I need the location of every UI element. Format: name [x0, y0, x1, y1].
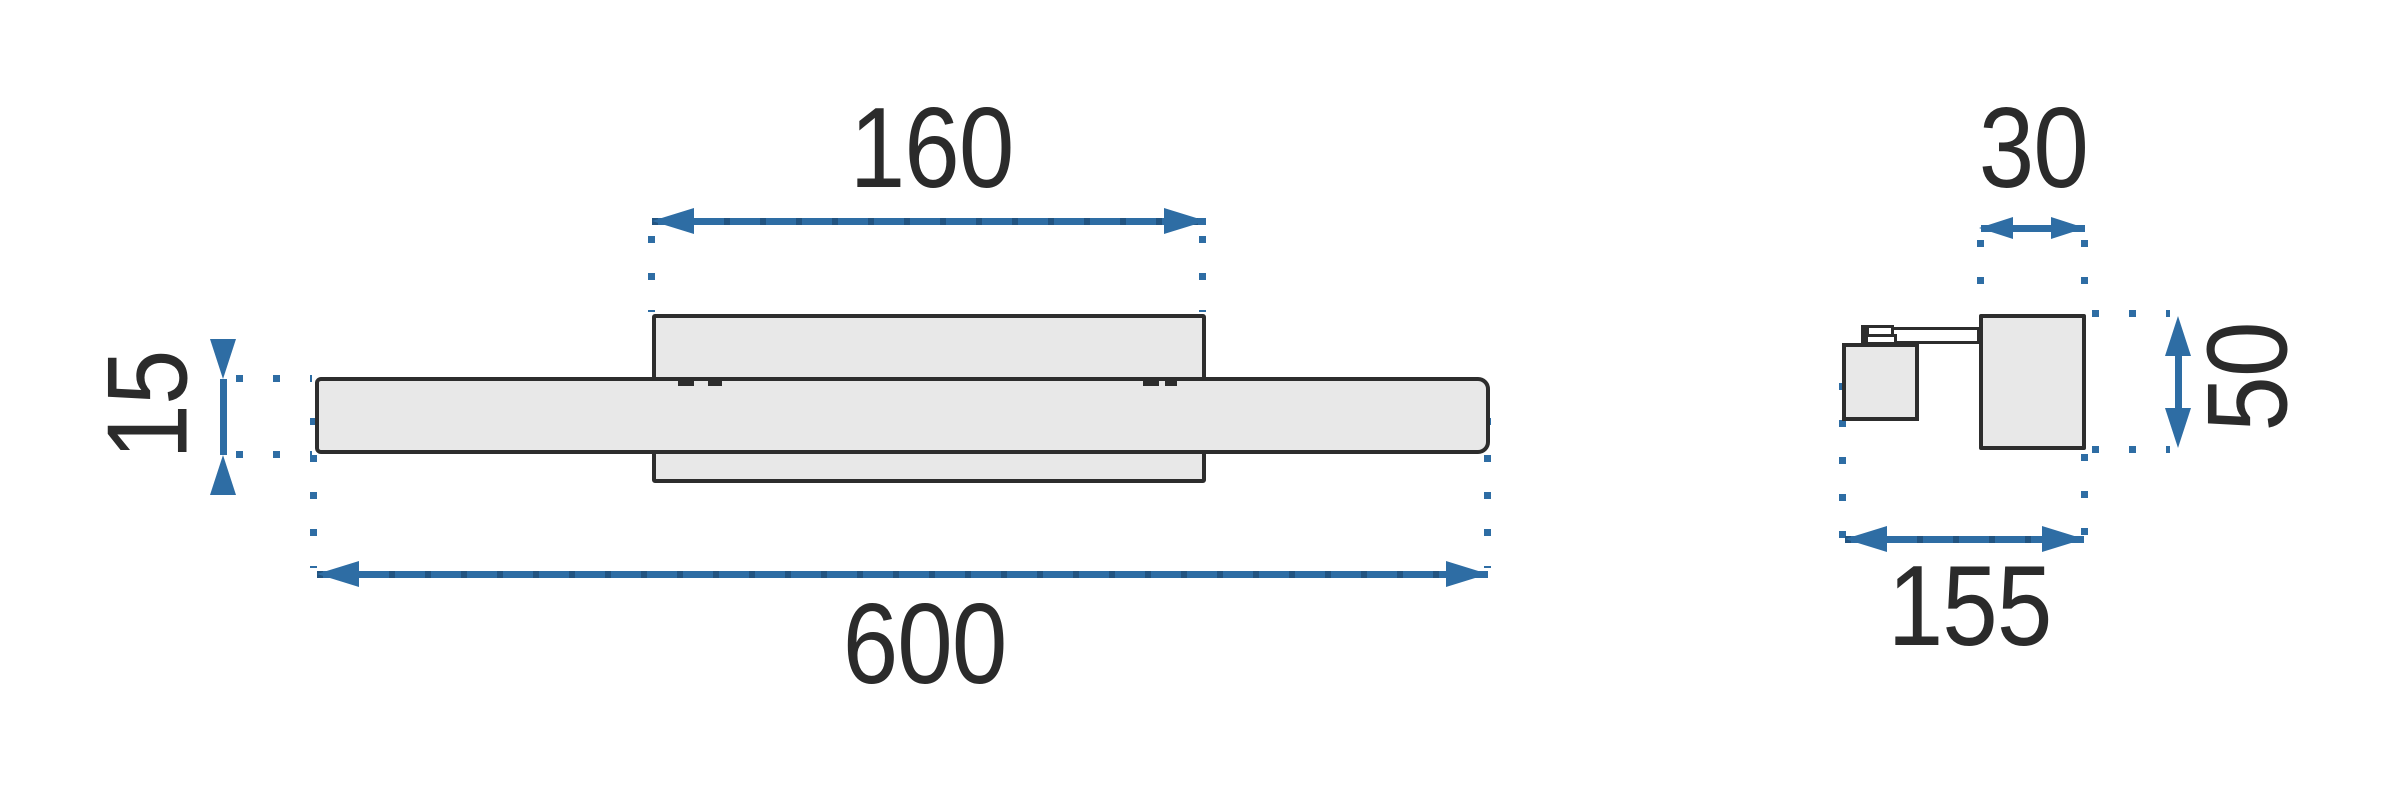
extension-line-50-top [2092, 310, 2170, 317]
arrowhead-left-icon [317, 561, 359, 587]
dim-arrow-155-shaft [1845, 536, 2084, 543]
arrowhead-right-icon [1164, 208, 1206, 234]
dim-value-155: 155 [1888, 543, 2053, 670]
arrowhead-left-icon [1845, 526, 1887, 552]
side-view: 30 50 155 [1550, 0, 2402, 800]
dim-label-head-height: 50 [2128, 320, 2368, 434]
arrowhead-down-icon [2165, 408, 2191, 448]
dim-arrow-155-dots [1845, 536, 2084, 543]
extension-line-15-top [236, 375, 312, 382]
extension-line-15-bottom [236, 451, 312, 458]
front-lamp-bar-rect [315, 377, 1490, 454]
dim-label-head-depth: 30 [1913, 92, 2153, 206]
extension-line-155-left [1839, 383, 1846, 539]
arrowhead-down-icon [210, 339, 236, 379]
front-clip-mark [708, 379, 722, 386]
dim-arrow-160-shaft [652, 218, 1206, 225]
dim-arrow-600-shaft [317, 571, 1488, 578]
extension-line-160-left [648, 236, 655, 312]
arrowhead-right-icon [2051, 217, 2085, 239]
arrowhead-right-icon [1446, 561, 1488, 587]
extension-line-160-right [1199, 236, 1206, 312]
extension-line-600-right [1484, 418, 1491, 568]
front-clip-mark [1143, 379, 1159, 386]
front-clip-mark [1165, 379, 1177, 386]
dim-arrow-50-shaft [2175, 330, 2182, 434]
extension-line-155-right [2081, 454, 2088, 539]
arrowhead-up-icon [2165, 316, 2191, 356]
dim-label-bar-thickness: 15 [28, 348, 268, 462]
arrowhead-left-icon [652, 208, 694, 234]
dim-value-600: 600 [843, 581, 1008, 708]
front-view: 160 15 600 [28, 92, 1491, 702]
dim-label-backplate-width: 160 [812, 92, 1052, 206]
extension-line-50-bottom [2092, 446, 2170, 453]
dim-arrow-30-shaft [1981, 225, 2085, 232]
dim-value-30: 30 [1978, 85, 2088, 212]
extension-line-600-left [310, 418, 317, 568]
arrowhead-left-icon [1979, 217, 2013, 239]
dim-arrow-15-shaft [220, 379, 227, 455]
side-wall-mount-rect [1842, 343, 1919, 421]
extension-line-30-left [1977, 240, 1984, 314]
side-clamp-lip [1861, 325, 1868, 344]
dim-arrow-160-dots [652, 218, 1206, 225]
dim-label-total-width: 600 [805, 588, 1045, 702]
dim-value-50: 50 [2184, 322, 2311, 432]
dim-label-total-depth: 155 [1850, 550, 2090, 664]
arrowhead-up-icon [210, 455, 236, 495]
dim-value-160: 160 [850, 85, 1015, 212]
dim-arrow-600-dots [317, 571, 1488, 578]
dim-value-15: 15 [84, 350, 211, 460]
arrowhead-right-icon [2042, 526, 2084, 552]
extension-line-30-right [2081, 240, 2088, 314]
front-clip-mark [678, 379, 694, 386]
side-lamp-head-rect [1979, 314, 2086, 450]
